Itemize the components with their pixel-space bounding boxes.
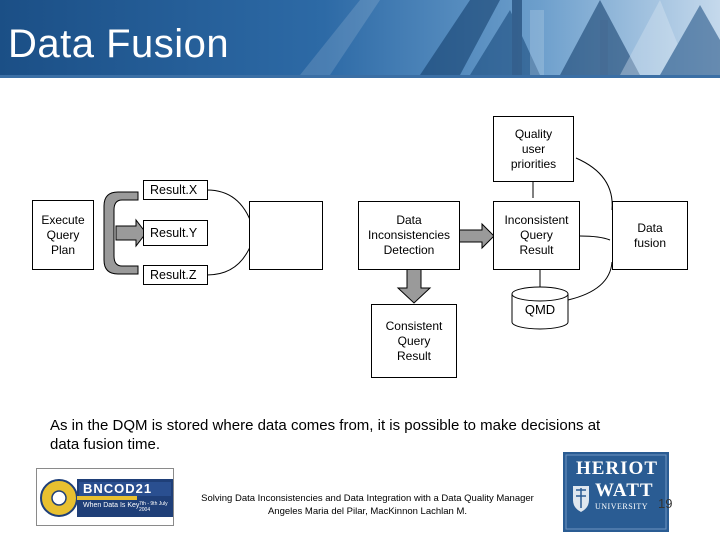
data-fusion-box: Data fusion bbox=[612, 201, 688, 270]
arrow-to-consistent bbox=[398, 269, 430, 303]
slide-caption: As in the DQM is stored where data comes… bbox=[50, 416, 610, 454]
bncod21-dates: 7th - 9th July 2004 bbox=[139, 501, 173, 513]
university-text: UNIVERSITY bbox=[595, 502, 648, 511]
inconsistent-query-result-box: Inconsistent Query Result bbox=[493, 201, 580, 270]
page-number: 19 bbox=[658, 496, 672, 511]
arrow-to-result-y bbox=[116, 220, 146, 246]
result-y-label: Result.Y bbox=[143, 220, 208, 246]
footer-citation: Solving Data Inconsistencies and Data In… bbox=[185, 492, 550, 518]
bncod21-tagline: When Data Is Key bbox=[83, 502, 139, 509]
footer-title: Solving Data Inconsistencies and Data In… bbox=[185, 492, 550, 505]
heriot-watt-logo: HERIOT WATT UNIVERSITY bbox=[563, 452, 669, 532]
heriot-text: HERIOT bbox=[569, 458, 665, 480]
consistent-query-result-box: Consistent Query Result bbox=[371, 304, 457, 378]
key-logo-icon bbox=[37, 469, 174, 526]
join-input-line-bottom bbox=[207, 242, 252, 275]
quality-user-priorities-box: Quality user priorities bbox=[493, 116, 574, 182]
execute-query-plan-box: Execute Query Plan bbox=[32, 200, 94, 270]
join-operator-box bbox=[249, 201, 323, 270]
join-input-line-top bbox=[207, 190, 252, 225]
qmd-label: QMD bbox=[512, 302, 568, 317]
bncod21-name: BNCOD21 bbox=[83, 481, 152, 496]
result-x-label: Result.X bbox=[143, 180, 208, 200]
result-z-label: Result.Z bbox=[143, 265, 208, 285]
data-inconsistencies-detection-box: Data Inconsistencies Detection bbox=[358, 201, 460, 270]
watt-text: WATT bbox=[595, 480, 654, 502]
inconsistent-to-fusion-line bbox=[580, 236, 610, 240]
bncod21-logo: BNCOD21 When Data Is Key 7th - 9th July … bbox=[36, 468, 174, 526]
arrow-to-inconsistent bbox=[459, 224, 494, 248]
footer-authors: Angeles Maria del Pilar, MacKinnon Lachl… bbox=[185, 505, 550, 518]
quality-to-fusion-line bbox=[576, 158, 612, 210]
